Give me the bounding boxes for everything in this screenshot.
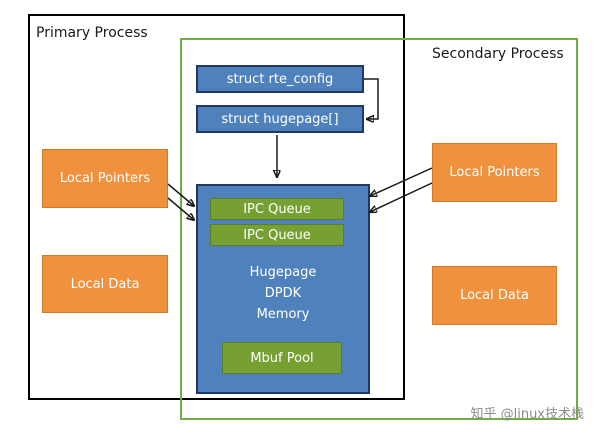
ipc-queue-1-box: IPC Queue: [210, 198, 344, 220]
secondary-process-label: Secondary Process: [432, 46, 564, 62]
primary-process-label: Primary Process: [36, 25, 148, 41]
primary-local-data-box: Local Data: [42, 255, 168, 313]
hugepage-dpdk-memory-box: IPC Queue IPC Queue Hugepage DPDK Memory…: [196, 184, 370, 394]
secondary-process-box: [180, 38, 578, 420]
memory-label-line-3: Memory: [256, 307, 310, 322]
memory-label-line-2: DPDK: [264, 286, 302, 301]
secondary-local-data-box: Local Data: [432, 266, 557, 325]
struct-hugepage-box: struct hugepage[]: [196, 105, 364, 133]
struct-rte-config-box: struct rte_config: [196, 65, 364, 93]
ipc-queue-2-box: IPC Queue: [210, 224, 344, 246]
primary-local-pointers-box: Local Pointers: [42, 149, 168, 208]
memory-label-line-1: Hugepage: [249, 265, 317, 280]
secondary-local-pointers-box: Local Pointers: [432, 143, 557, 202]
mbuf-pool-box: Mbuf Pool: [222, 342, 342, 374]
watermark: 知乎 @linux技术栈: [470, 407, 584, 422]
hugepage-dpdk-memory-label: Hugepage DPDK Memory: [198, 262, 368, 325]
